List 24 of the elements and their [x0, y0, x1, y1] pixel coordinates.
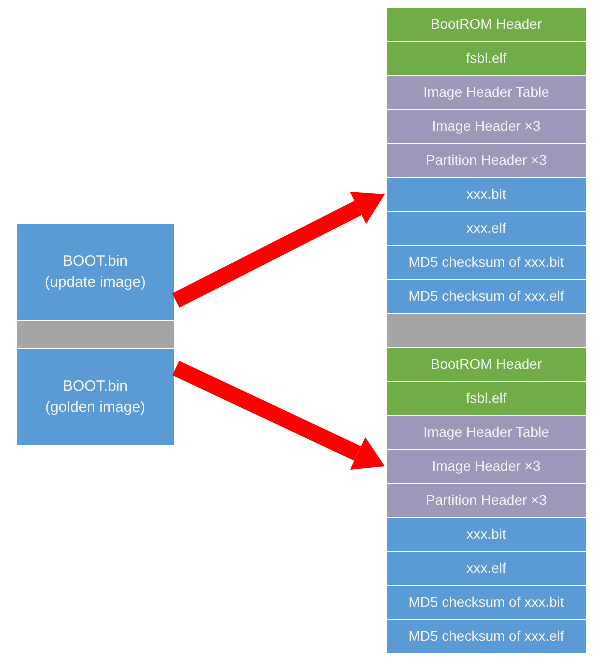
block-label: MD5 checksum of xxx.elf — [408, 287, 564, 306]
block-label: BOOT.bin (update image) — [44, 252, 147, 293]
block-arrow — [172, 192, 385, 308]
block-label: fsbl.elf — [466, 49, 507, 68]
block-label: MD5 checksum of xxx.elf — [408, 627, 564, 646]
block-label: BootROM Header — [430, 15, 542, 34]
block-label: xxx.elf — [466, 219, 506, 238]
block-label: fsbl.elf — [466, 389, 507, 408]
block-label: xxx.elf — [466, 559, 506, 578]
block-label: MD5 checksum of xxx.bit — [408, 253, 564, 272]
block-label: Image Header ×3 — [432, 117, 541, 136]
block-label: Partition Header ×3 — [426, 491, 548, 510]
block-label: Image Header ×3 — [432, 457, 541, 476]
block-label: Image Header Table — [424, 423, 550, 442]
block-label: BOOT.bin (golden image) — [44, 377, 147, 418]
block-label: xxx.bit — [466, 185, 506, 204]
empty-block — [387, 314, 586, 347]
block-label: BootROM Header — [430, 355, 542, 374]
block-label: xxx.bit — [466, 525, 506, 544]
block-arrow — [172, 360, 385, 470]
block-label: Partition Header ×3 — [426, 151, 548, 170]
empty-block — [17, 321, 174, 348]
block-label: Image Header Table — [424, 83, 550, 102]
block-label: MD5 checksum of xxx.bit — [408, 593, 564, 612]
